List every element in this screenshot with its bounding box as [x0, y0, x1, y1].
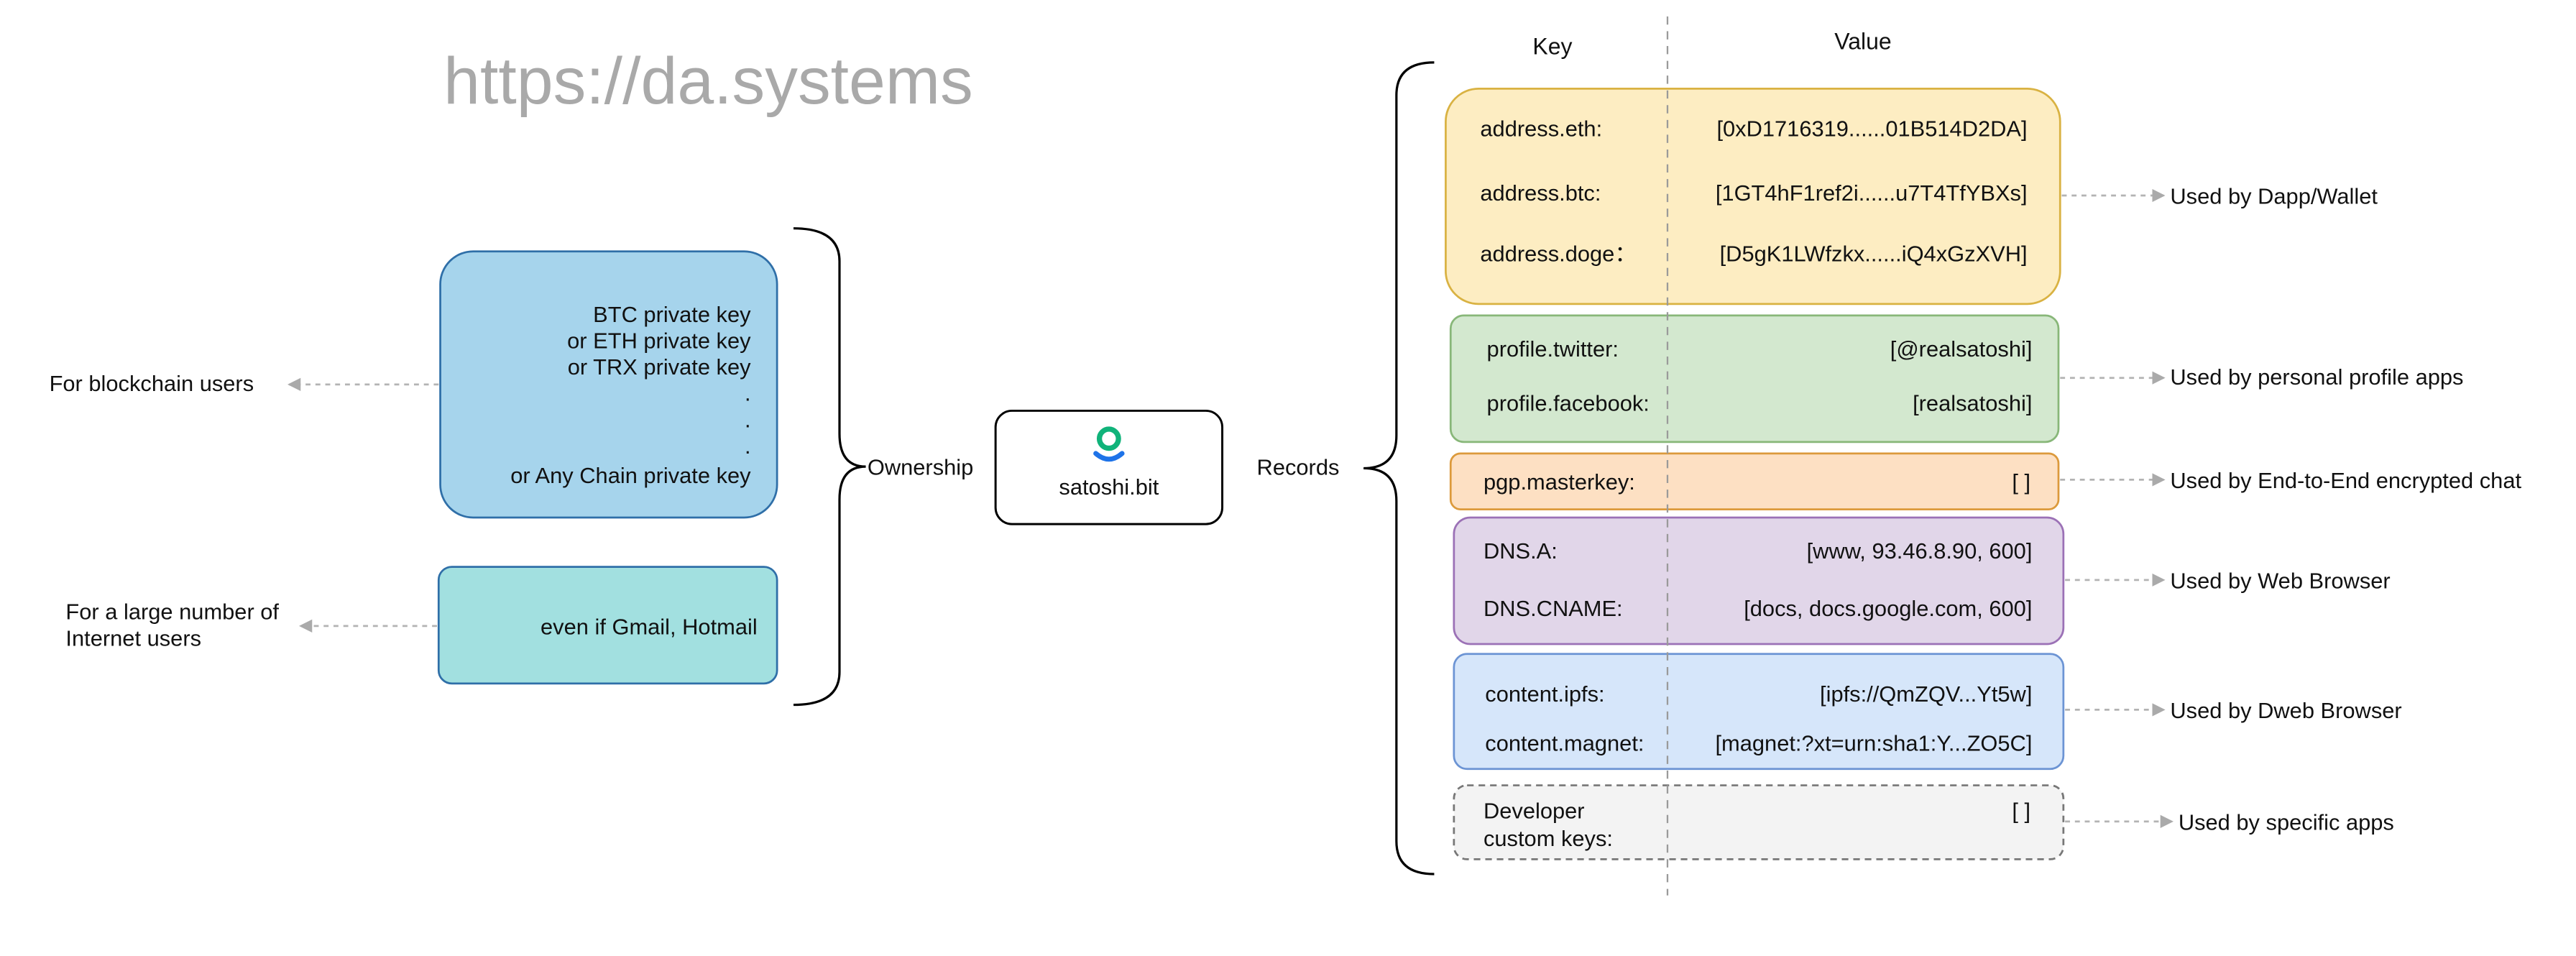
record-key: address.doge：: [1480, 241, 1637, 266]
record-value: [magnet:?xt=urn:sha1:Y...ZO5C]: [1715, 731, 2032, 756]
usage-label: Used by Web Browser: [2170, 568, 2390, 593]
record-key-line: Developer: [1484, 798, 1585, 823]
record-value: [ipfs://QmZQV...Yt5w]: [1820, 681, 2032, 707]
record-key: content.ipfs:: [1485, 681, 1604, 707]
record-value: [@realsatoshi]: [1890, 336, 2033, 362]
email-box-text: even if Gmail, Hotmail: [540, 614, 758, 639]
private-key-line: or ETH private key: [567, 328, 751, 354]
private-key-box: [439, 250, 778, 519]
url-title: https://da.systems: [443, 45, 973, 118]
record-value: [realsatoshi]: [1913, 390, 2032, 415]
email-box: [437, 566, 778, 685]
record-value: [www, 93.46.8.90, 600]: [1807, 538, 2033, 564]
private-key-line: .: [745, 433, 751, 459]
records-label: Records: [1257, 455, 1340, 480]
profile-records-group: [1449, 314, 2060, 443]
internet-users-note-line: Internet users: [65, 625, 201, 651]
custom-records-group: [1453, 784, 2065, 860]
usage-label: Used by Dapp/Wallet: [2170, 183, 2378, 208]
record-value: [ ]: [2012, 469, 2030, 495]
private-key-line: BTC private key: [593, 302, 751, 327]
address-records-group: [1445, 88, 2061, 305]
usage-label: Used by Dweb Browser: [2170, 698, 2401, 723]
record-key: content.magnet:: [1485, 731, 1644, 756]
record-value: [docs, docs.google.com, 600]: [1744, 596, 2032, 621]
ownership-label: Ownership: [868, 455, 973, 480]
record-value: [D5gK1LWfzkx......iQ4xGzXVH]: [1720, 241, 2028, 266]
private-key-line: .: [745, 381, 751, 406]
record-key-line: custom keys:: [1484, 826, 1613, 851]
record-key: profile.facebook:: [1487, 390, 1650, 415]
usage-label: Used by specific apps: [2179, 809, 2394, 835]
domain-box: [994, 409, 1224, 525]
value-column-header: Value: [1834, 29, 1891, 55]
record-key: DNS.CNAME:: [1484, 596, 1623, 621]
record-key: pgp.masterkey:: [1484, 469, 1635, 495]
private-key-line: .: [745, 407, 751, 432]
private-key-lines: BTC private key or ETH private key or TR…: [510, 302, 751, 488]
pgp-records-group: [1449, 452, 2060, 510]
key-column-header: Key: [1532, 33, 1572, 59]
blockchain-users-note: For blockchain users: [50, 371, 254, 396]
record-key: address.btc:: [1480, 180, 1601, 206]
dotbit-logo-icon: [1093, 426, 1125, 462]
record-value: [1GT4hF1ref2i......u7T4TfYBXs]: [1716, 180, 2028, 206]
record-key: DNS.A:: [1484, 538, 1558, 564]
record-value: [0xD1716319......01B514D2DA]: [1716, 116, 2027, 142]
private-key-line: or TRX private key: [568, 354, 751, 380]
record-value: [ ]: [2012, 798, 2030, 823]
record-key: profile.twitter:: [1487, 336, 1619, 362]
usage-label: Used by personal profile apps: [2170, 364, 2463, 390]
record-key: address.eth:: [1480, 116, 1602, 142]
ownership-brace: [793, 227, 866, 707]
content-records-group: [1453, 653, 2065, 771]
private-key-line: or Any Chain private key: [510, 463, 751, 488]
internet-users-note-line: For a large number of: [65, 599, 279, 625]
dns-records-group: [1453, 516, 2065, 645]
domain-name: satoshi.bit: [1059, 474, 1159, 500]
usage-label: Used by End-to-End encrypted chat: [2170, 468, 2521, 493]
records-brace: [1363, 61, 1435, 875]
